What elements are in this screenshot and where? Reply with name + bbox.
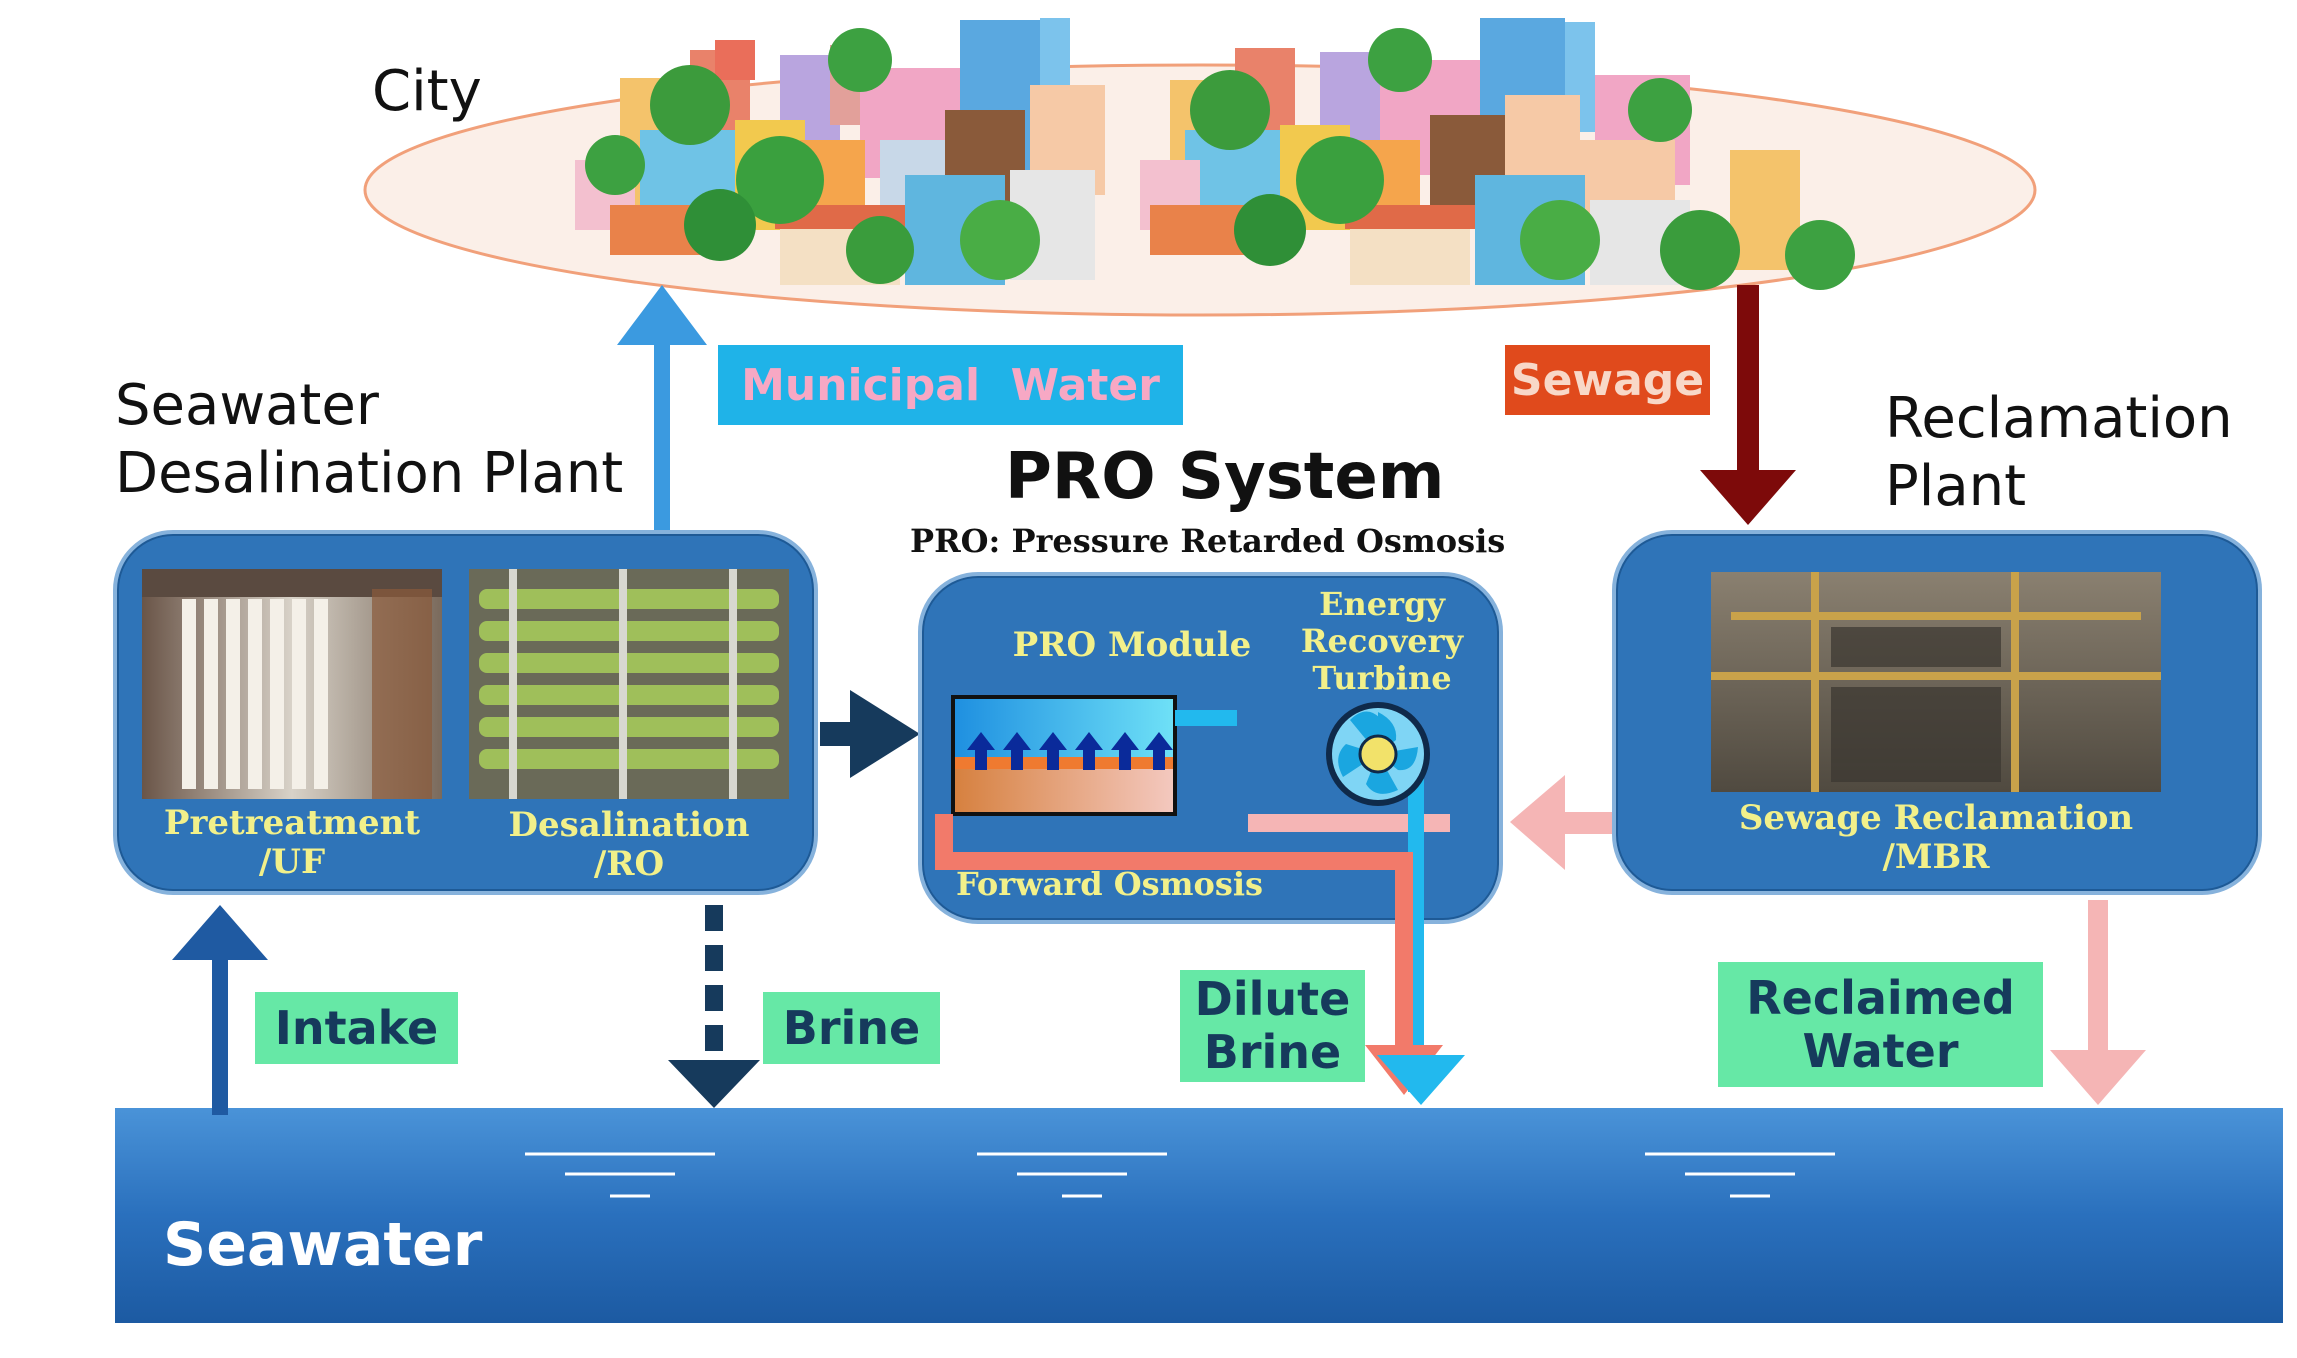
dilute-brine-cyan-head	[1377, 1055, 1465, 1105]
intake-label: Intake	[255, 992, 458, 1064]
reclamation-to-pro-arrow	[1510, 775, 1620, 870]
reclamation-panel: Sewage Reclamation/MBR	[1612, 530, 2262, 895]
seawater-label: Seawater	[163, 1210, 483, 1280]
pretreatment-photo	[142, 569, 442, 799]
desalination-label: Desalination/RO	[508, 805, 750, 885]
brine-arrow	[668, 905, 760, 1108]
forward-osmosis-label: Forward Osmosis	[955, 865, 1264, 903]
seawater-band	[115, 1108, 2283, 1323]
municipal-water-arrow	[617, 285, 707, 530]
desalination-photo	[469, 569, 789, 799]
pro-title: PRO System	[1005, 440, 1445, 514]
intake-arrow	[172, 905, 268, 1115]
pro-subtitle: PRO: Pressure Retarded Osmosis	[910, 522, 1506, 560]
membrane-arrow-icon	[967, 732, 1173, 770]
sewage-reclamation-label: Sewage Reclamation/MBR	[1738, 798, 2134, 878]
pro-module-label: PRO Module	[1012, 625, 1252, 665]
municipal-water-tag: Municipal Water	[718, 345, 1183, 425]
pretreatment-label: Pretreatment/UF	[163, 803, 421, 883]
city-label: City	[372, 59, 482, 124]
turbine-icon	[1326, 702, 1430, 806]
city-buildings-left	[575, 18, 1105, 285]
brine-label: Brine	[763, 992, 940, 1064]
desalination-panel: Pretreatment/UF Desalination/RO	[113, 530, 818, 895]
sewage-tag: Sewage	[1505, 345, 1710, 415]
pro-module-graphics	[951, 695, 1450, 1092]
desal-to-pro-arrow	[820, 690, 920, 778]
city-buildings-right	[1140, 18, 1855, 290]
reclaimed-water-arrow	[2050, 900, 2146, 1105]
mbr-photo	[1711, 572, 2161, 792]
sewage-arrow	[1700, 285, 1796, 525]
